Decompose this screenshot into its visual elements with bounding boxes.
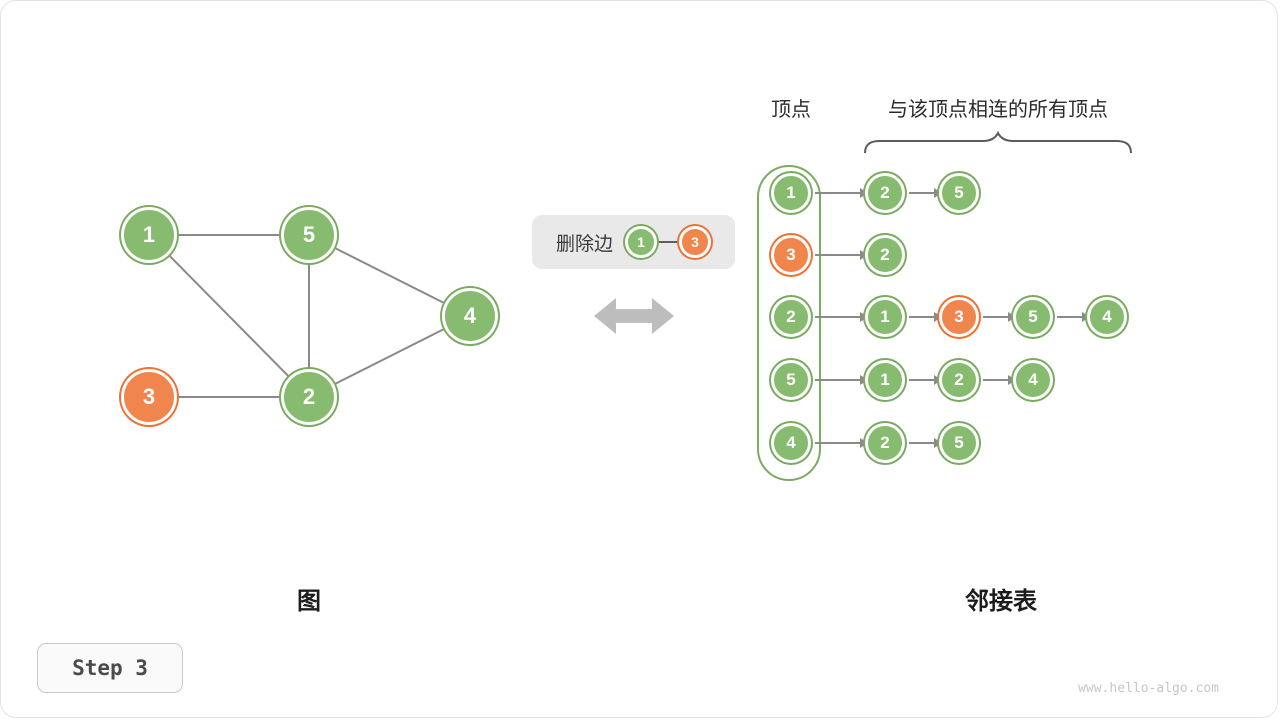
graph-node: 5 [281,207,337,263]
adjacency-neighbor-node: 5 [939,423,979,463]
adjacency-neighbor-node: 3 [939,297,979,337]
delete-edge-label: 删除边 [555,233,613,255]
arrow-icon [983,375,1016,385]
arrow-icon [815,438,868,448]
adjacency-neighbor-node: 1 [865,297,905,337]
adjacency-row: 4 2 5 [771,423,979,463]
adjacency-row: 3 2 [771,235,905,275]
arrow-icon [815,375,868,385]
vertex-column-outline [757,165,821,481]
graph-node: 3 [121,369,177,425]
step-badge: Step 3 [37,643,183,693]
delete-edge-box: 删除边 1 3 [532,215,735,269]
adjacency-neighbor-node: 2 [865,235,905,275]
adjacency-row: 2 1 3 5 4 [771,297,1127,337]
adjacency-neighbor-node: 2 [939,360,979,400]
arrow-icon [909,438,942,448]
graph-node: 2 [281,369,337,425]
adjacency-vertex-node: 1 [771,173,811,213]
adjacency-neighbor-node: 1 [865,360,905,400]
deleted-edge: 1 3 [625,226,711,258]
arrow-icon [1057,312,1090,322]
adjacency-vertex-node: 5 [771,360,811,400]
adjacency-row: 1 2 5 [771,173,979,213]
adjacency-neighbor-node: 4 [1013,360,1053,400]
adjacency-neighbor-node: 4 [1087,297,1127,337]
adjacency-neighbor-node: 5 [1013,297,1053,337]
arrow-icon [983,312,1016,322]
adjacency-neighbor-node: 2 [865,173,905,213]
arrow-icon [909,312,942,322]
adjacency-row: 5 1 2 4 [771,360,1053,400]
arrow-icon [815,312,868,322]
adjacency-vertex-node: 2 [771,297,811,337]
arrow-icon [909,188,942,198]
adjacency-neighbor-node: 2 [865,423,905,463]
adjacency-vertex-node: 4 [771,423,811,463]
graph-node: 1 [121,207,177,263]
adjacency-neighbor-node: 5 [939,173,979,213]
edge-line [657,241,679,243]
brace-icon [864,131,1132,154]
adjacency-vertex-node: 3 [771,235,811,275]
graph-node: 4 [442,288,498,344]
neighbors-header: 与该顶点相连的所有顶点 [888,99,1108,121]
watermark: www.hello-algo.com [1078,681,1219,696]
adjacency-caption: 邻接表 [965,588,1037,615]
swap-arrow-icon [594,298,674,334]
edge-endpoint-node: 1 [625,226,657,258]
arrow-icon [815,250,868,260]
vertex-column-header: 顶点 [771,99,811,121]
edge-endpoint-node: 3 [679,226,711,258]
arrow-icon [909,375,942,385]
graph-caption: 图 [297,588,321,615]
arrow-icon [815,188,868,198]
